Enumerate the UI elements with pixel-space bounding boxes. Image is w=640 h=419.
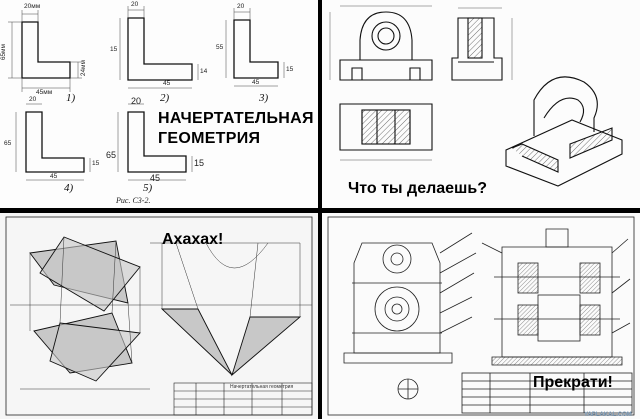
dim-label: 20мм [24, 3, 41, 10]
panel-bottom-right: Прекрати! YAPLAKAL.COM [322, 213, 640, 419]
dim-label: 65 [4, 140, 12, 147]
caption-stop-it: Прекрати! [533, 374, 613, 391]
dim-label: 15 [92, 160, 100, 167]
watermark: YAPLAKAL.COM [584, 412, 632, 418]
dim-label: 45 [150, 173, 161, 183]
dim-label: 20 [131, 96, 142, 106]
panel-top-left: 20мм 65мм 45мм 24мм 20 15 45 14 20 55 45… [0, 0, 318, 208]
figure-number: 1) [66, 92, 76, 104]
dim-label: 55 [216, 44, 224, 51]
caption-ahahah: Ахахах! [162, 231, 224, 248]
dim-label: 24мм [80, 60, 87, 77]
figure-number: 4) [64, 182, 74, 194]
figure-number: 3) [259, 92, 269, 104]
dim-label: 15 [194, 158, 205, 168]
dim-label: 15 [110, 46, 118, 53]
l-profiles-drawing [8, 6, 285, 181]
dim-label: 20 [237, 3, 245, 10]
figure-number: 5) [143, 182, 153, 194]
dim-label: 45 [252, 79, 260, 86]
gearbox-assembly-drawing [327, 216, 635, 416]
geometry-construction-drawing [5, 216, 313, 416]
dim-label: 45 [50, 173, 58, 180]
dim-label: 14 [200, 68, 208, 75]
figure-number: 2) [160, 92, 170, 104]
figure-caption: Рис. С3-2. [116, 196, 151, 205]
panel-bottom-left: Ахахах! Начертательная геометрия [0, 213, 318, 419]
caption-what-are-you-doing: Что ты делаешь? [348, 180, 487, 197]
dim-label: 65мм [0, 44, 7, 61]
bracket-part-drawing [329, 5, 623, 187]
caption-descriptive-geometry: НАЧЕРТАТЕЛЬНАЯ ГЕОМЕТРИЯ [158, 110, 314, 147]
dim-label: 20 [131, 1, 139, 8]
dim-label: 65 [106, 150, 117, 160]
dim-label: 45мм [36, 89, 53, 96]
dim-label: 15 [286, 66, 294, 73]
dim-label: 20 [29, 96, 37, 103]
panel-top-right: Что ты делаешь? [322, 0, 640, 208]
title-block-text: Начертательная геометрия [230, 384, 294, 390]
dim-label: 45 [163, 80, 171, 87]
